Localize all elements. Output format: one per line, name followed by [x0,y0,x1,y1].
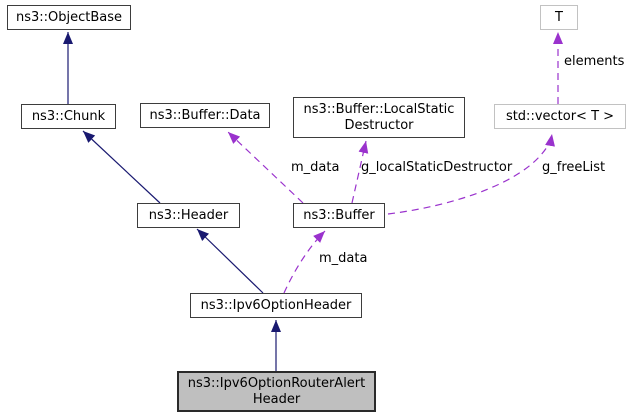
class-node-label-line2: Destructor [344,117,414,133]
class-node-ns3-objectbase[interactable]: ns3::ObjectBase [7,5,131,30]
class-node-ns3-buffer[interactable]: ns3::Buffer [293,203,385,228]
edge-label-m-data-optionheader: m_data [319,251,368,266]
class-node-label: std::vector< T > [505,108,615,124]
class-node-label-line1: ns3::Buffer::LocalStatic [303,101,455,117]
usage-edge-buffer-to-stdvector [387,133,555,215]
class-node-label: ns3::Header [148,207,229,223]
class-node-ns3-buffer-data[interactable]: ns3::Buffer::Data [140,103,270,128]
class-node-ns3-ipv6optionrouteralertheader-current: ns3::Ipv6OptionRouterAlert Header [177,371,376,412]
edge-label-elements: elements [564,54,625,69]
class-node-label: ns3::Chunk [31,108,106,124]
class-node-ns3-header[interactable]: ns3::Header [137,203,240,228]
edge-label-g-freelist: g_freeList [542,160,606,175]
class-node-label: ns3::Buffer::Data [149,107,261,123]
class-node-std-vector[interactable]: std::vector< T > [494,104,626,129]
class-node-ns3-ipv6optionheader[interactable]: ns3::Ipv6OptionHeader [190,293,362,318]
inheritance-edge-ipv6optionheader-to-header [196,228,264,294]
usage-edge-buffer-to-localstaticdestructor [351,140,369,204]
class-node-t[interactable]: T [540,5,578,30]
edge-label-m-data-buffer: m_data [291,160,340,175]
usage-edge-ipv6optionheader-to-buffer [283,230,326,294]
class-node-label: ns3::Ipv6OptionHeader [200,297,352,313]
edge-label-g-localstaticdestructor: g_localStaticDestructor [361,160,513,175]
class-node-label: ns3::Buffer [303,207,375,223]
class-node-label-line1: ns3::Ipv6OptionRouterAlert [187,375,366,391]
class-node-label: ns3::ObjectBase [15,9,123,25]
class-node-ns3-buffer-localstaticdestructor[interactable]: ns3::Buffer::LocalStatic Destructor [293,97,465,138]
usage-edge-buffer-to-bufferdata [227,131,304,204]
class-node-label: T [555,9,563,25]
inheritance-edge-header-to-chunk [82,130,161,204]
class-node-ns3-chunk[interactable]: ns3::Chunk [21,104,116,129]
class-node-label-line2: Header [252,391,301,407]
